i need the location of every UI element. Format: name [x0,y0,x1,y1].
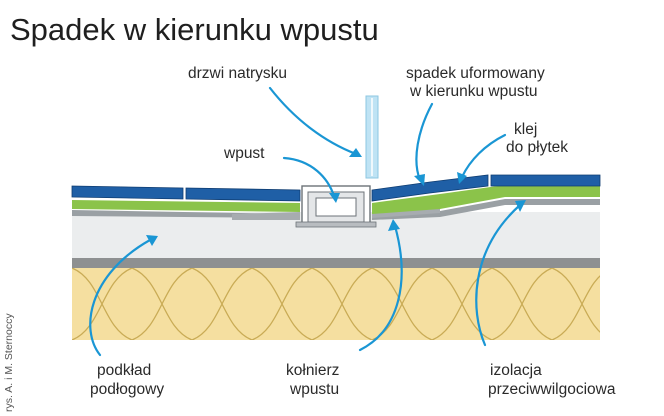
insulation-layer [72,268,600,340]
adhesive-layer [72,200,300,212]
label-slope-2: w kierunku wpustu [409,83,538,100]
label-drain: wpust [223,145,265,162]
shower-door-glass [365,95,379,179]
label-membrane-1: izolacja [490,362,542,379]
label-screed-2: podłogowy [90,381,164,398]
label-flange-2: wpustu [289,381,339,398]
annotation-arrows [89,86,526,357]
membrane-layer-right [372,199,600,220]
slab-layer [72,258,600,268]
drain-body [295,185,377,228]
drain-flange [232,212,300,220]
label-slope-1: spadek uformowany [406,65,545,82]
adhesive-layer-right [372,185,600,214]
label-screed-1: podkład [97,362,151,379]
label-adhesive-2: do płytek [506,139,568,156]
label-membrane-2: przeciwwilgociowa [488,381,616,398]
label-adhesive-1: klej [514,121,537,138]
credit: rys. A. i M. Sternoccy [3,313,15,412]
label-shower-door: drzwi natrysku [188,65,287,82]
diagram-title: Spadek w kierunku wpustu [10,12,379,47]
label-flange-1: kołnierz [286,362,339,379]
